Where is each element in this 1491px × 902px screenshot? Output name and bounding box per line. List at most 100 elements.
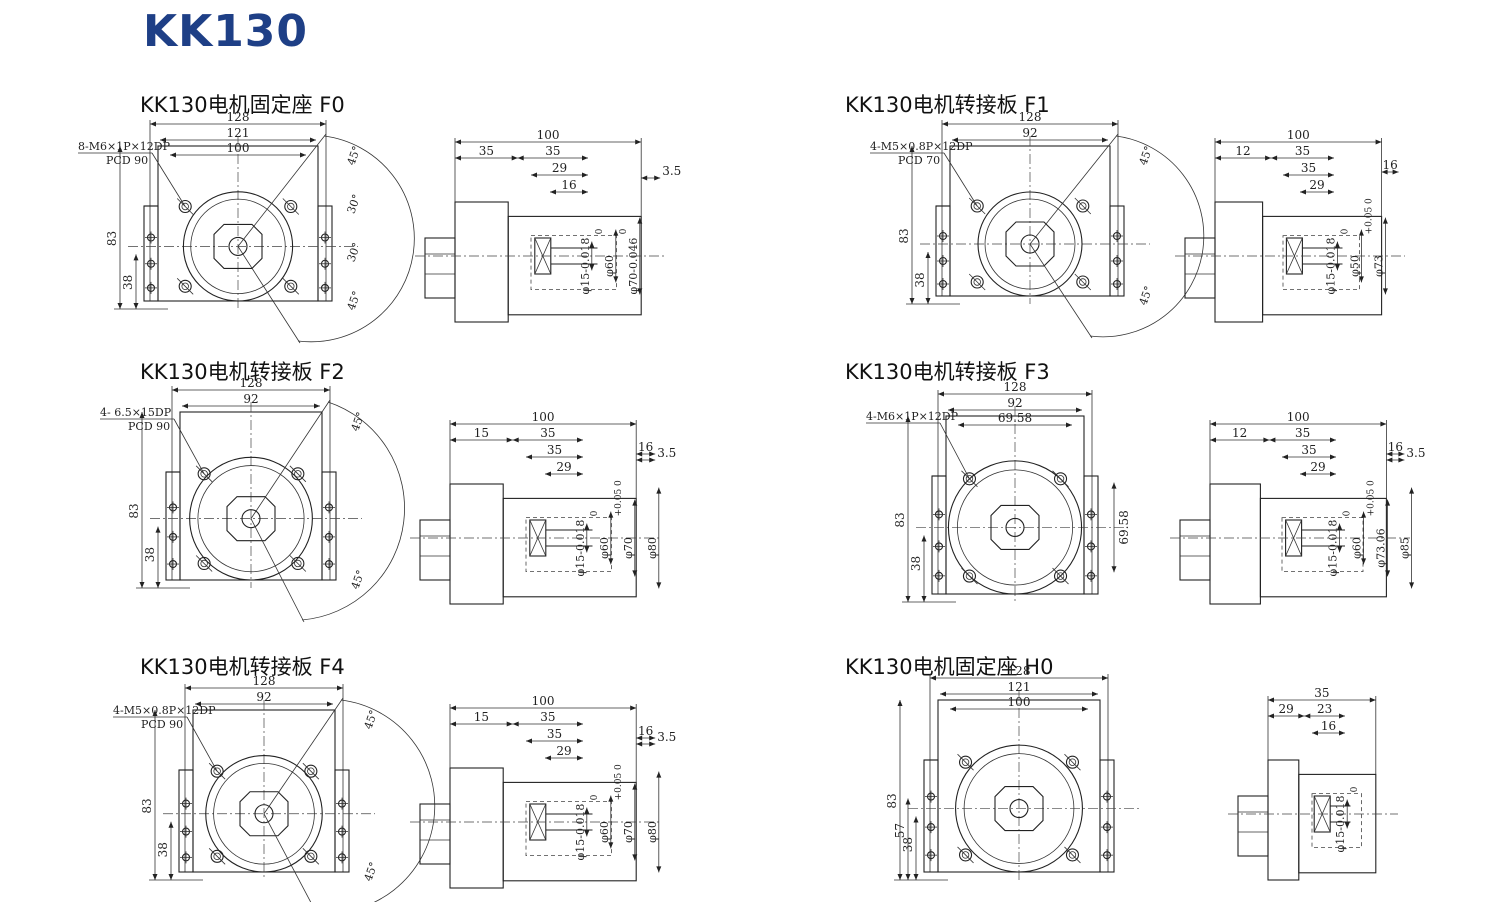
bolt-hole-inner: [965, 475, 974, 483]
tolerance-label: 0: [1343, 510, 1353, 516]
bolt-hole: [1076, 275, 1090, 289]
arrowhead: [531, 172, 537, 178]
dimension-label: 121: [227, 126, 250, 140]
bolt-hole: [1053, 569, 1068, 583]
hole-crosshair: [961, 567, 978, 585]
arrowhead: [930, 675, 936, 681]
arrowhead: [1269, 437, 1276, 443]
bolt-hole: [304, 849, 318, 863]
arrowhead: [636, 451, 643, 457]
page-title: KK130: [143, 6, 309, 57]
arrowhead: [577, 471, 583, 477]
motor-bore: [205, 754, 323, 873]
arrowhead: [1111, 566, 1117, 573]
dimension-label: 83: [897, 228, 911, 243]
motor-bore: [977, 191, 1083, 297]
arrowhead: [584, 546, 590, 553]
arrowhead: [450, 421, 456, 427]
dimension-label: 128: [1019, 110, 1042, 124]
motor-bore-inner: [963, 753, 1075, 864]
arrowhead: [1386, 457, 1393, 463]
dimension-label: 100: [537, 128, 560, 142]
arrowhead: [511, 155, 518, 161]
arrowhead: [1382, 217, 1388, 224]
arrowhead: [636, 741, 643, 747]
arrowhead: [649, 735, 656, 741]
arrowhead: [925, 298, 931, 304]
arrowhead: [1334, 264, 1340, 271]
arrowhead: [925, 252, 931, 258]
dimension-label: 16: [561, 178, 576, 192]
flange-body: [507, 215, 642, 316]
arrowhead: [517, 155, 524, 161]
diameter-label: φ15-0.018: [574, 804, 587, 861]
bolt-hole-inner: [973, 278, 981, 286]
pcd-note: PCD 70: [898, 154, 940, 167]
coupling-outline: [994, 786, 1044, 832]
diameter-label: φ15-0.018: [574, 520, 587, 577]
bolt-hole: [178, 279, 192, 293]
dimension-label: 57: [893, 823, 907, 838]
leader-line: [939, 422, 970, 479]
tolerance-label: 0: [595, 228, 605, 234]
motor-bore-inner: [213, 762, 315, 865]
motor-stub: [1184, 237, 1216, 299]
arrowhead: [577, 437, 583, 443]
motor-bore: [182, 191, 294, 302]
angle-ray: [237, 133, 327, 247]
hole-crosshair: [289, 465, 307, 483]
base-flange-right: [1083, 475, 1099, 595]
bolt-hole: [962, 472, 977, 486]
arrowhead: [300, 152, 306, 158]
inner-hidden: [530, 235, 617, 291]
arrowhead: [506, 721, 513, 727]
diameter-label: φ70: [622, 537, 635, 559]
bolt-hole-inner: [287, 202, 295, 211]
hole-crosshair: [289, 555, 307, 572]
section-title-f3: KK130电机转接板 F3: [845, 360, 1050, 384]
diameter-label: φ15-0.018: [1324, 238, 1337, 295]
angle-arc: [301, 401, 405, 621]
arrowhead: [942, 121, 948, 127]
housing: [1209, 483, 1261, 605]
bolt-hole-inner: [200, 559, 208, 568]
arrowhead: [921, 596, 927, 602]
bolt-hole-inner: [213, 852, 221, 861]
coupling-outline: [990, 504, 1040, 550]
arrowhead: [526, 738, 532, 744]
dimension-label: 15: [474, 426, 489, 440]
arrowhead: [608, 842, 614, 849]
plate-outline: [157, 145, 319, 302]
arrowhead: [1369, 697, 1376, 703]
arrowhead: [589, 241, 595, 248]
coupling-outline: [1005, 221, 1055, 267]
pcd-note: PCD 90: [128, 420, 170, 433]
dimension-label: 35: [547, 727, 562, 741]
arrowhead: [1215, 139, 1221, 145]
arrowhead: [952, 137, 958, 143]
angle-arc: [297, 135, 415, 343]
hole-crosshair: [176, 278, 194, 295]
arrowhead: [117, 303, 123, 309]
arrowhead: [195, 701, 201, 707]
dimension-label: 29: [1279, 702, 1294, 716]
arrowhead: [133, 254, 139, 261]
hole-crosshair: [302, 762, 320, 780]
dimension-label: 35: [1295, 144, 1310, 158]
dimension-label: 3.5: [1406, 446, 1425, 460]
arrowhead: [1263, 437, 1270, 443]
arrowhead: [1328, 189, 1334, 195]
arrowhead: [1337, 546, 1343, 553]
bolt-hole: [210, 764, 224, 778]
dimension-label: 3.5: [662, 164, 681, 178]
dimension-label: 35: [479, 144, 494, 158]
arrowhead: [608, 558, 614, 565]
housing: [449, 483, 504, 605]
arrowhead: [1398, 457, 1405, 463]
coupling-cross: [1286, 237, 1303, 275]
arrowhead: [613, 229, 619, 236]
dimension-label: 35: [1314, 686, 1329, 700]
motor-stub: [419, 803, 451, 865]
arrowhead: [1082, 706, 1088, 712]
